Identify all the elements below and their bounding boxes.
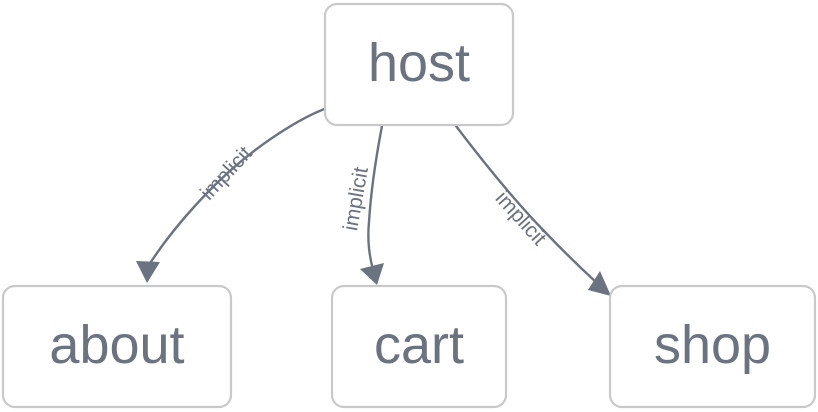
- edge-group: [136, 106, 611, 296]
- node-shop-box[interactable]: [608, 284, 817, 409]
- node-host-box[interactable]: [323, 2, 515, 127]
- node-shop-label: shop: [654, 315, 771, 375]
- node-about-box[interactable]: [1, 284, 233, 409]
- edge-label-host-shop: implicit: [491, 187, 551, 250]
- node-cart-label: cart: [374, 315, 464, 375]
- node-host[interactable]: host: [323, 2, 515, 127]
- edge-host-about[interactable]: [136, 106, 329, 283]
- node-cart-box[interactable]: [330, 284, 508, 409]
- edge-host-about-path: [145, 106, 329, 270]
- edge-host-cart[interactable]: [360, 124, 384, 285]
- edge-host-cart-path: [367, 124, 384, 272]
- edge-host-shop[interactable]: [454, 124, 611, 296]
- edge-label-group: implicit implicit implicit: [196, 142, 551, 250]
- arrowhead-icon-shop: [588, 271, 611, 296]
- arrowhead-icon-about: [136, 261, 160, 283]
- edge-host-shop-path: [454, 124, 600, 286]
- arrowhead-icon-cart: [360, 263, 384, 285]
- node-host-label: host: [368, 33, 470, 93]
- node-shop[interactable]: shop: [608, 284, 817, 409]
- node-about[interactable]: about: [1, 284, 233, 409]
- edge-label-host-about: implicit: [196, 142, 257, 205]
- node-cart[interactable]: cart: [330, 284, 508, 409]
- node-about-label: about: [49, 315, 184, 375]
